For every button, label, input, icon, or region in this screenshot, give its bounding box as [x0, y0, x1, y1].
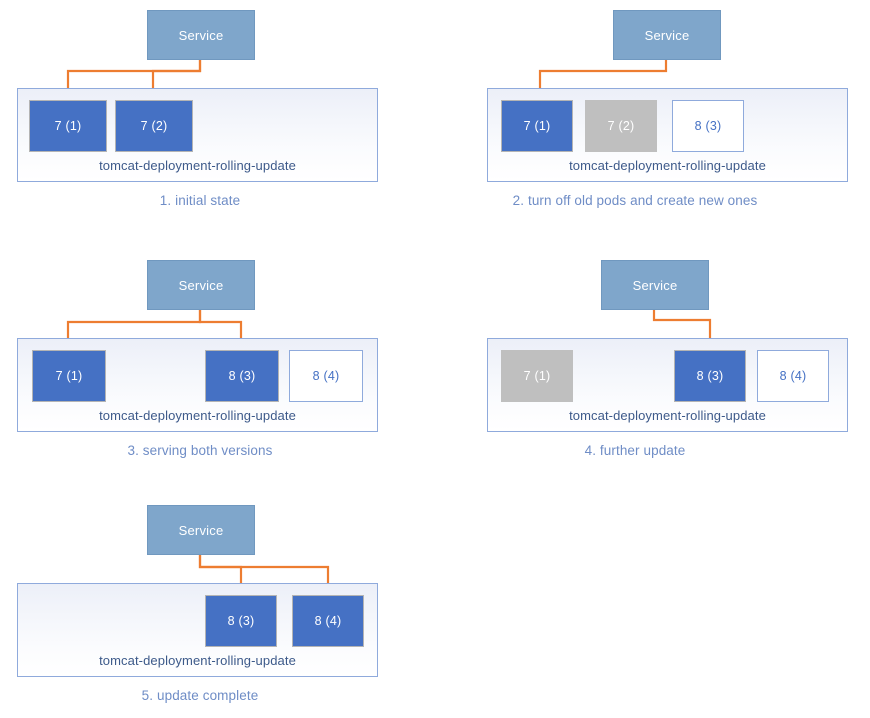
- pod-label: 8 (3): [228, 369, 256, 383]
- pod-label: 8 (3): [694, 119, 722, 133]
- pod-label: 8 (3): [227, 614, 255, 628]
- panel-serving-both-versions: Service tomcat-deployment-rolling-update…: [0, 250, 400, 470]
- pod-8-4[interactable]: 8 (4): [289, 350, 363, 402]
- pod-8-3[interactable]: 8 (3): [205, 350, 279, 402]
- pod-label: 8 (4): [779, 369, 807, 383]
- pod-label: 7 (1): [523, 369, 551, 383]
- deployment-name-label: tomcat-deployment-rolling-update: [569, 408, 766, 423]
- pod-label: 8 (4): [314, 614, 342, 628]
- service-label: Service: [644, 27, 690, 43]
- deployment-name-label: tomcat-deployment-rolling-update: [99, 653, 296, 668]
- service-label: Service: [178, 27, 224, 43]
- pod-7-2[interactable]: 7 (2): [585, 100, 657, 152]
- pod-8-3[interactable]: 8 (3): [205, 595, 277, 647]
- pod-8-4[interactable]: 8 (4): [292, 595, 364, 647]
- panel-update-complete: Service tomcat-deployment-rolling-update…: [0, 495, 400, 718]
- service-label: Service: [178, 522, 224, 538]
- panel-caption: 4. further update: [435, 443, 835, 458]
- caption-text: 4. further update: [584, 443, 686, 458]
- panel-caption: 3. serving both versions: [0, 443, 400, 458]
- pod-label: 7 (1): [523, 119, 551, 133]
- pod-7-1[interactable]: 7 (1): [501, 350, 573, 402]
- pod-label: 7 (2): [140, 119, 168, 133]
- service-box[interactable]: Service: [147, 505, 255, 555]
- pod-8-4[interactable]: 8 (4): [757, 350, 829, 402]
- pod-8-3[interactable]: 8 (3): [674, 350, 746, 402]
- pod-7-2[interactable]: 7 (2): [115, 100, 193, 152]
- caption-text: 1. initial state: [159, 193, 241, 208]
- panel-caption: 2. turn off old pods and create new ones: [435, 193, 835, 208]
- service-box[interactable]: Service: [613, 10, 721, 60]
- caption-text: 5. update complete: [141, 688, 259, 703]
- panel-further-update: Service tomcat-deployment-rolling-update…: [435, 250, 848, 470]
- caption-text: 3. serving both versions: [127, 443, 273, 458]
- deployment-name-label: tomcat-deployment-rolling-update: [569, 158, 766, 173]
- pod-7-1[interactable]: 7 (1): [29, 100, 107, 152]
- panel-caption: 5. update complete: [0, 688, 400, 703]
- panel-turn-off-old-pods: Service tomcat-deployment-rolling-update…: [435, 0, 848, 230]
- pod-8-3[interactable]: 8 (3): [672, 100, 744, 152]
- pod-label: 7 (2): [607, 119, 635, 133]
- pod-7-1[interactable]: 7 (1): [501, 100, 573, 152]
- panel-caption: 1. initial state: [0, 193, 400, 208]
- service-box[interactable]: Service: [147, 10, 255, 60]
- pod-label: 7 (1): [55, 369, 83, 383]
- service-label: Service: [632, 277, 678, 293]
- deployment-name-label: tomcat-deployment-rolling-update: [99, 408, 296, 423]
- caption-text: 2. turn off old pods and create new ones: [512, 193, 758, 208]
- pod-7-1[interactable]: 7 (1): [32, 350, 106, 402]
- pod-label: 8 (3): [696, 369, 724, 383]
- service-label: Service: [178, 277, 224, 293]
- service-box[interactable]: Service: [147, 260, 255, 310]
- panel-initial-state: Service tomcat-deployment-rolling-update…: [0, 0, 400, 230]
- pod-label: 8 (4): [312, 369, 340, 383]
- pod-label: 7 (1): [54, 119, 82, 133]
- deployment-name-label: tomcat-deployment-rolling-update: [99, 158, 296, 173]
- service-box[interactable]: Service: [601, 260, 709, 310]
